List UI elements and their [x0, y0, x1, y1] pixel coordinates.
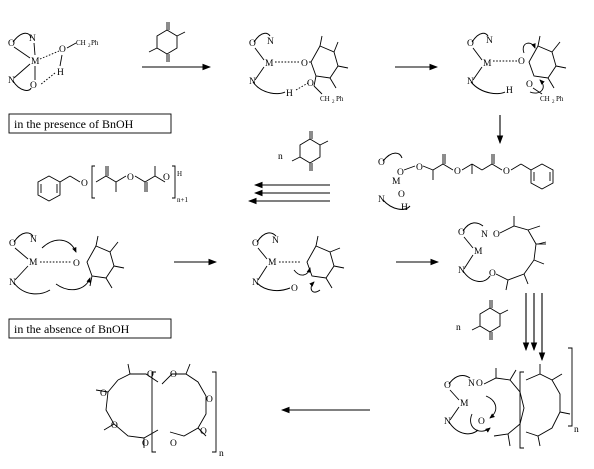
o-atom-label: O [170, 370, 177, 380]
benzyl-phenyl-label: Ph [336, 95, 344, 103]
n-atom-label: N [458, 266, 465, 276]
benzyl-subscript: 2 [88, 44, 91, 49]
complex-7: O M N N O O [458, 216, 547, 291]
h-atom-label: H [506, 86, 513, 96]
benzyl-subscript: 2 [332, 100, 335, 105]
o-atom-label: O [416, 163, 423, 173]
metal-label: M [474, 247, 483, 257]
absence-condition-label: in the absence of BnOH [14, 322, 130, 336]
o-atom-label: O [518, 57, 525, 67]
n-atom-label: N [30, 235, 37, 245]
absence-condition-box [8, 318, 172, 339]
o-atom-label: O [59, 45, 66, 55]
o-atom-label: O [378, 158, 385, 168]
h-atom-label: H [286, 89, 293, 99]
o-atom-label: O [147, 370, 154, 380]
benzyl-phenyl-label: Ph [556, 95, 564, 103]
o-atom-label: O [206, 395, 213, 405]
lactide-monomer [291, 131, 329, 171]
o-atom-label: O [163, 173, 170, 183]
o-atom-label: O [200, 427, 207, 437]
metal-label: M [483, 59, 492, 69]
n-atom-label: N [29, 34, 36, 44]
repeat-unit-label: n [219, 449, 224, 459]
o-atom-label: O [73, 259, 80, 269]
n-atom-label: N [272, 236, 279, 246]
monomer-count-label: n [456, 323, 461, 333]
o-atom-label: O [111, 421, 118, 431]
polymer-product: O O O H n+1 [37, 165, 188, 204]
complex-8: O M N N O O n [444, 347, 579, 449]
benzyl-subscript: 2 [552, 100, 555, 105]
o-atom-label: O [493, 230, 500, 240]
o-atom-label: O [142, 439, 149, 449]
o-atom-label: O [398, 190, 405, 200]
presence-condition-label: in the presence of BnOH [14, 117, 134, 131]
cyclic-polymer: O O O O O O O O n [95, 363, 224, 459]
complex-1: O M N N O O CH 2 Ph H [8, 32, 99, 91]
o-atom-label: O [252, 239, 259, 249]
o-atom-label: O [458, 228, 465, 238]
metal-label: M [31, 57, 40, 67]
benzyl-phenyl-label: Ph [91, 39, 99, 47]
n-atom-label: N [467, 77, 474, 87]
n-atom-label: N [9, 278, 16, 288]
o-atom-label: O [9, 239, 16, 249]
h-atom-label: H [177, 170, 182, 178]
n-atom-label: N [486, 36, 493, 46]
monomer-count-label: n [278, 152, 283, 162]
o-atom-label: O [397, 168, 404, 178]
o-atom-label: O [478, 417, 485, 427]
presence-condition-box [8, 113, 172, 134]
complex-5: O M N N O [9, 232, 125, 295]
complex-3: O M N N O H O CH 2 Ph [467, 32, 567, 105]
h-atom-label: H [401, 203, 408, 213]
o-atom-label: O [454, 167, 461, 177]
repeat-unit-label: n [574, 425, 579, 435]
repeat-unit-label: n+1 [177, 196, 188, 204]
complex-2: O M N N O H O CH 2 Ph [249, 32, 349, 105]
lactide-monomer [471, 300, 509, 340]
benzyl-group-label: CH [76, 39, 86, 47]
n-atom-label: N [249, 77, 256, 87]
metal-label: M [268, 258, 277, 268]
lactide-reagent [148, 22, 186, 62]
complex-4: O M N O O H O O O [378, 152, 554, 213]
metal-label: M [392, 177, 401, 187]
o-atom-label: O [307, 79, 314, 89]
metal-label: M [460, 399, 469, 409]
o-atom-label: O [444, 381, 451, 391]
n-atom-label: N [444, 417, 451, 427]
o-atom-label: O [100, 389, 107, 399]
o-atom-label: O [291, 284, 298, 294]
metal-label: M [29, 258, 38, 268]
o-atom-label: O [489, 269, 496, 279]
o-atom-label: O [127, 173, 134, 183]
n-atom-label: N [8, 76, 15, 86]
o-atom-label: O [467, 39, 474, 49]
o-atom-label: O [170, 439, 177, 449]
o-atom-label: O [81, 179, 88, 189]
n-atom-label: N [468, 379, 475, 389]
benzyl-group-label: CH [320, 95, 330, 103]
complex-6: O M N N O [252, 232, 345, 294]
o-atom-label: O [526, 80, 533, 90]
benzyl-group-label: CH [540, 95, 550, 103]
n-atom-label: N [378, 195, 385, 205]
o-atom-label: O [301, 59, 308, 69]
o-atom-label: O [503, 167, 510, 177]
o-atom-label: O [8, 39, 15, 49]
n-atom-label: N [252, 278, 259, 288]
o-atom-label: O [476, 379, 483, 389]
n-atom-label: N [481, 230, 488, 240]
o-atom-label: O [249, 39, 256, 49]
h-atom-label: H [57, 68, 64, 78]
metal-label: M [265, 59, 274, 69]
o-atom-label: O [30, 81, 37, 91]
n-atom-label: N [267, 37, 274, 47]
